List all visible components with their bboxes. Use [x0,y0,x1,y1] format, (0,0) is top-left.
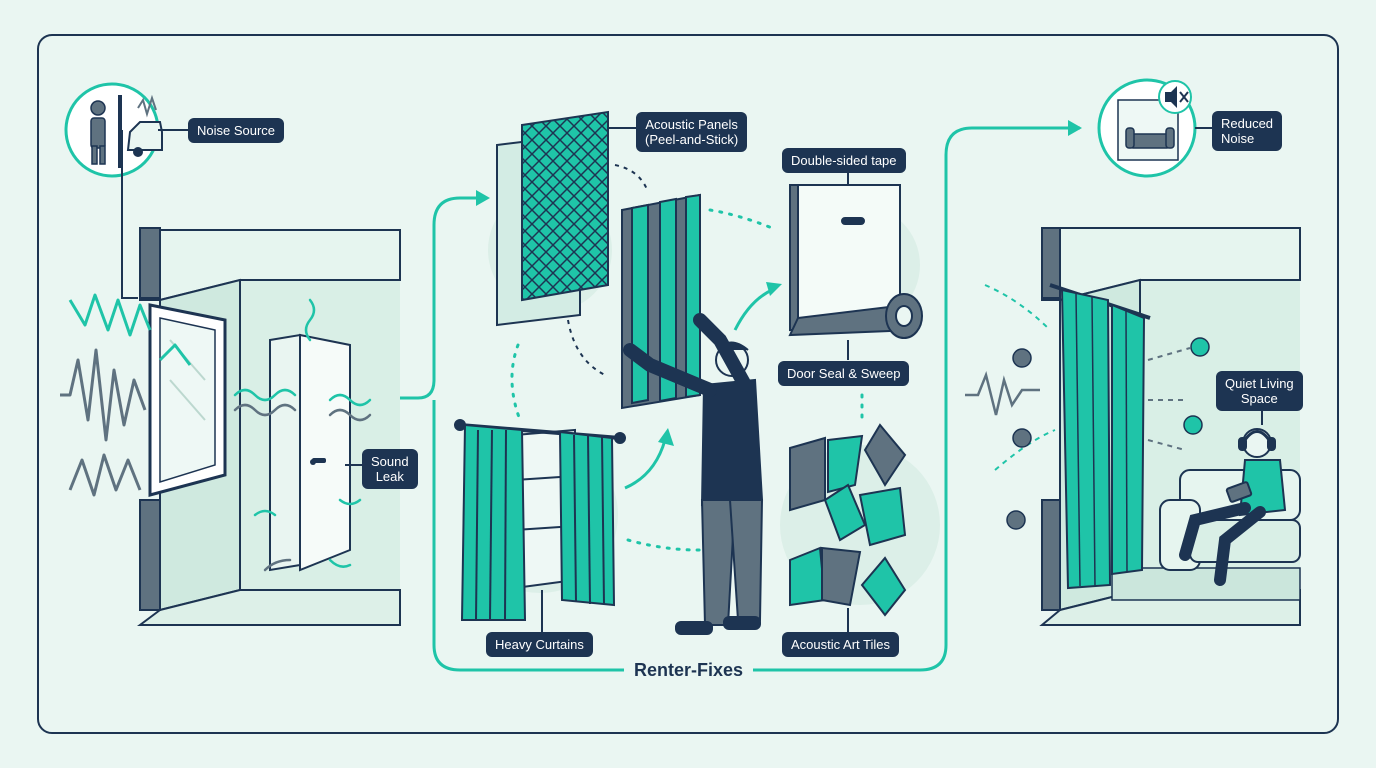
quiet-room [965,227,1301,626]
label-sound-leak: Sound Leak [362,449,418,489]
headphones-icon [1238,430,1276,451]
noise-source-badge [64,82,188,299]
label-acoustic-art-tiles: Acoustic Art Tiles [782,632,899,657]
label-noise-source: Noise Source [188,118,285,143]
section-title-renter-fixes: Renter-Fixes [624,660,754,681]
noisy-room [60,227,401,626]
teal-arrows [624,288,773,490]
sofa-icon [1125,127,1175,149]
acoustic-art-tiles [789,423,907,632]
window [148,303,227,497]
person-covering-ears-icon [90,100,106,165]
heavy-curtains [454,419,626,632]
label-reduced-noise: Reduced Noise [1212,111,1283,151]
leak-arrows [233,298,372,572]
person-installing [623,313,764,635]
door-seal [788,172,923,360]
label-acoustic-panels: Acoustic Panels (Peel-and-Stick) [636,112,748,152]
outer-frame [37,34,1339,734]
renter-fixes-bracket [400,126,1080,672]
label-door-seal-sweep: Door Seal & Sweep [778,361,910,386]
label-double-sided-tape: Double-sided tape [782,148,906,173]
acoustic-panel [496,110,636,327]
muted-speaker-icon [1158,80,1192,114]
label-quiet-living-space: Quiet Living Space [1216,371,1303,411]
open-door [269,333,351,572]
noise-waves [60,293,192,497]
car-icon [126,121,163,157]
label-heavy-curtains: Heavy Curtains [486,632,593,657]
sofa-with-person [1159,428,1301,586]
reduced-noise-badge [1097,78,1212,178]
tape-roll-icon [885,293,923,339]
